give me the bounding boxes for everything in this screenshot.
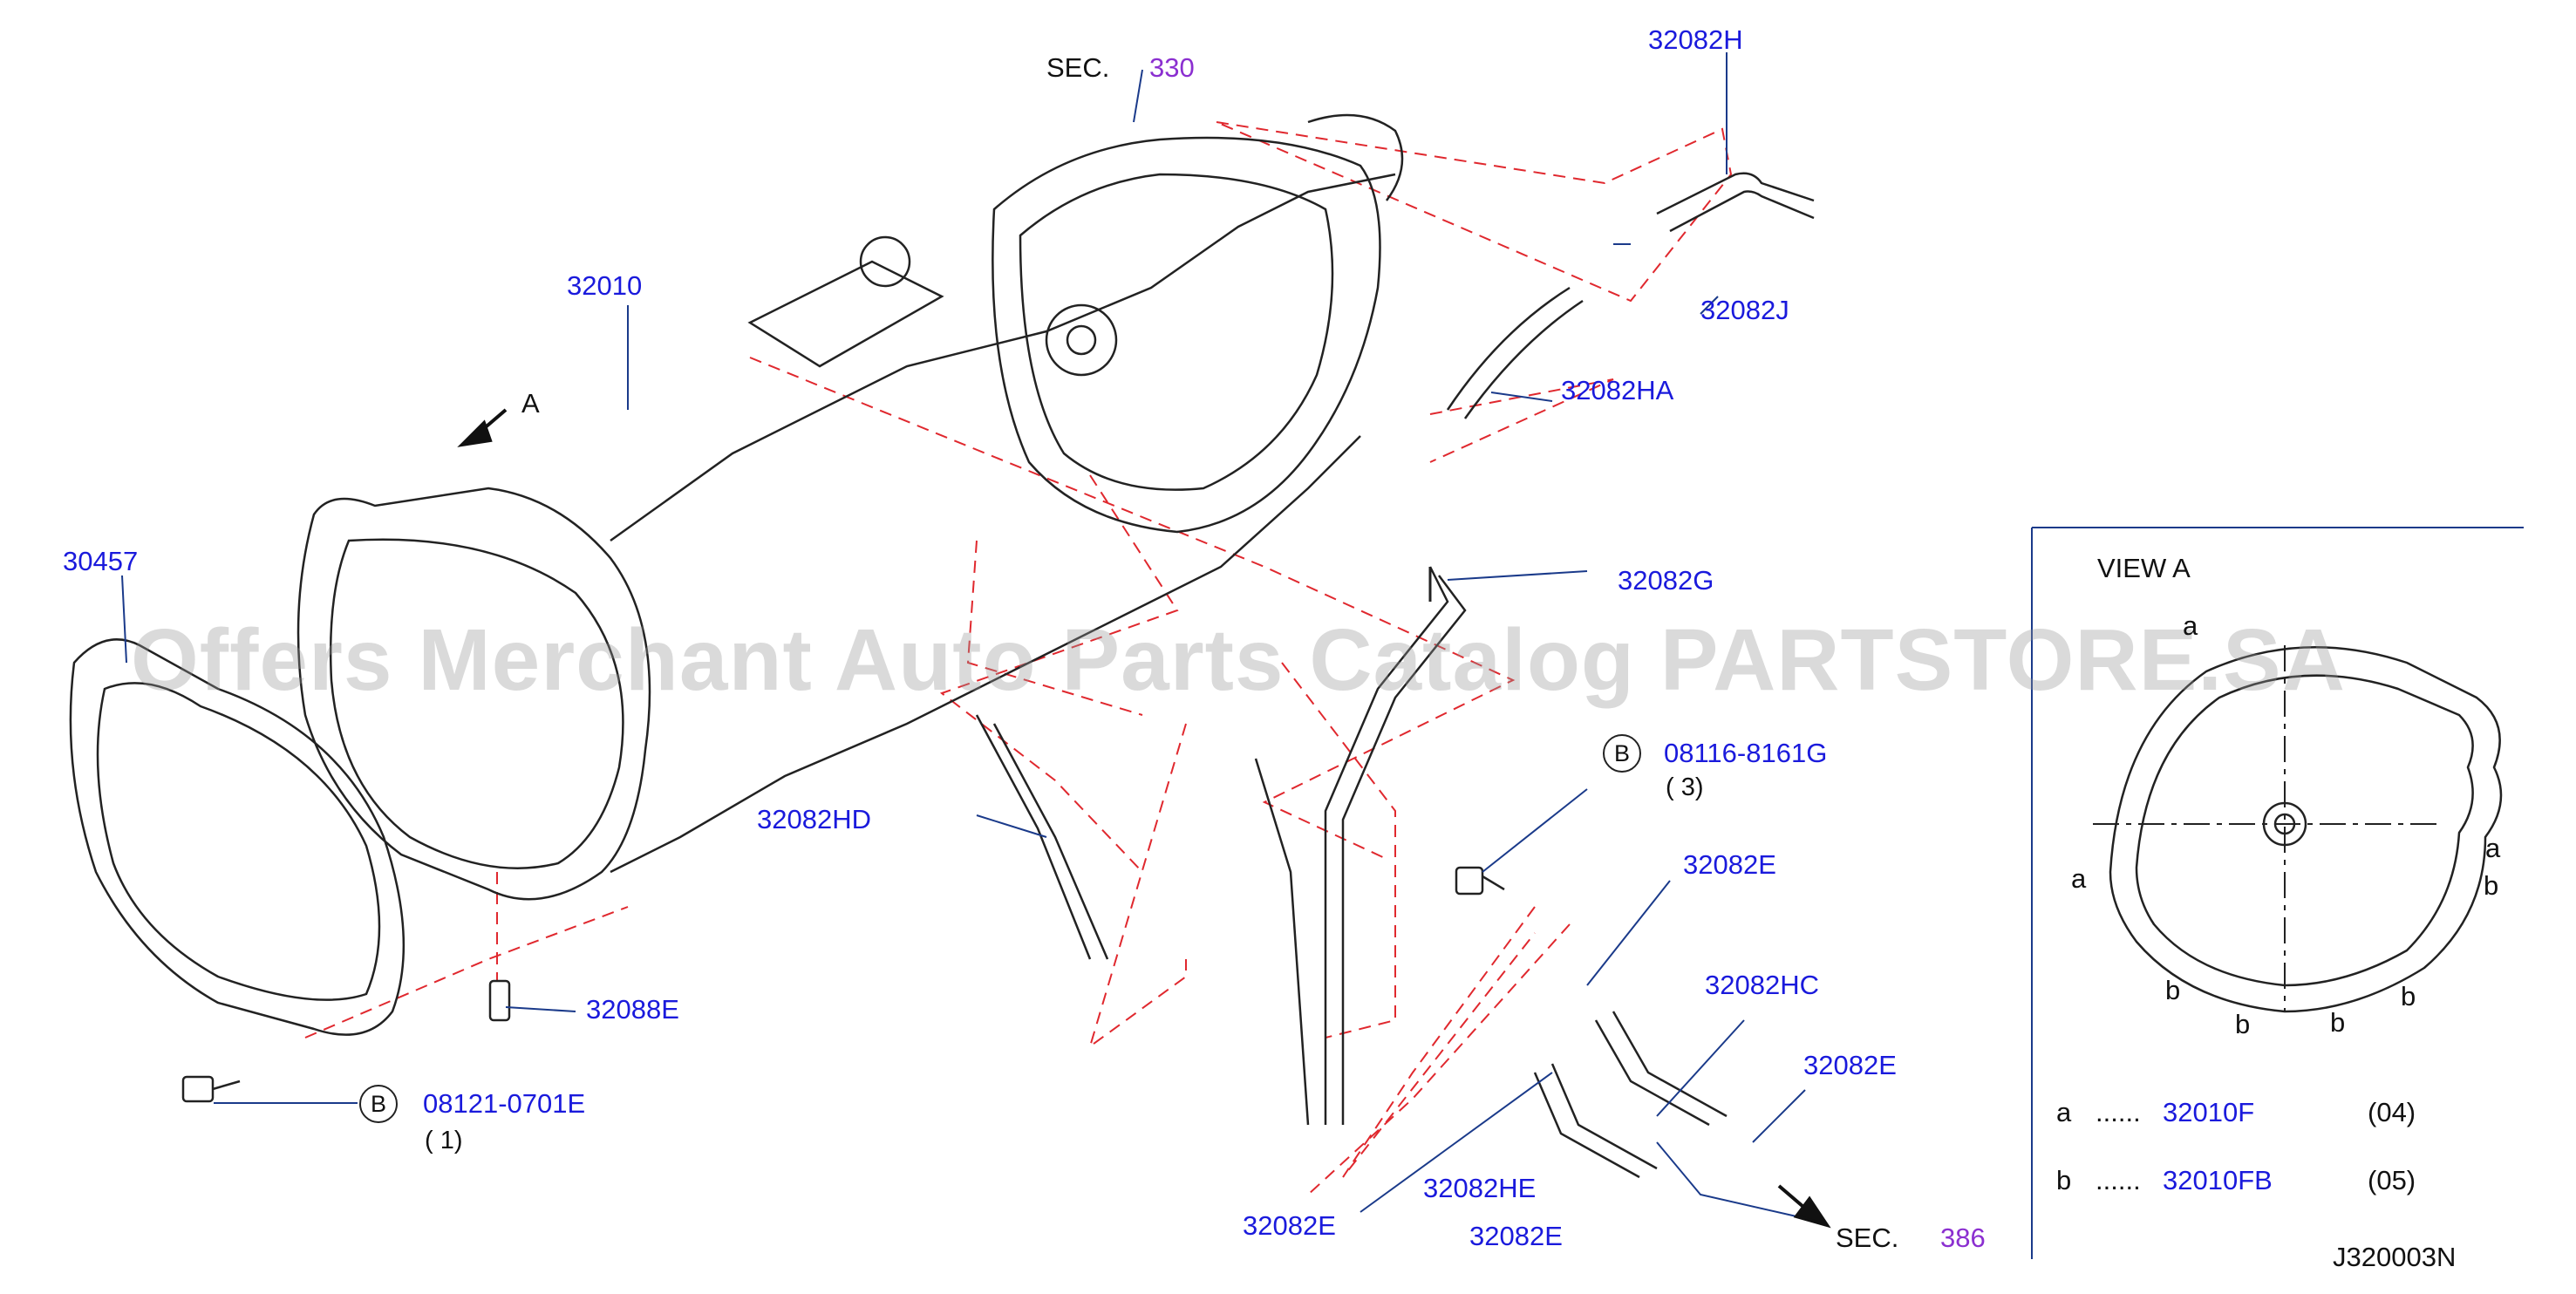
part-32082J[interactable]: 32082J — [1700, 295, 1789, 325]
part-32082E-4[interactable]: 32082E — [1243, 1210, 1336, 1241]
view-a-gasket — [2093, 645, 2503, 1013]
part-32010[interactable]: 32010 — [567, 270, 643, 301]
arrow-a-label: A — [521, 388, 540, 419]
legend-b-part[interactable]: 32010FB — [2163, 1165, 2273, 1195]
legend-a-dots: ...... — [2096, 1097, 2141, 1127]
legend-b-dots: ...... — [2096, 1165, 2141, 1195]
view-a-marker-b-4: b — [2330, 1007, 2346, 1038]
transmission-assembly — [296, 113, 1404, 901]
bolt-b-marker-1: B — [1603, 734, 1641, 773]
hose-pipes — [975, 172, 1815, 1179]
view-a-marker-a-left: a — [2071, 863, 2087, 894]
section-386-link[interactable]: 386 — [1940, 1222, 1986, 1253]
part-32082E-2[interactable]: 32082E — [1803, 1050, 1897, 1080]
part-32082HE[interactable]: 32082HE — [1423, 1173, 1537, 1203]
part-30457[interactable]: 30457 — [63, 546, 139, 576]
part-08121-0701E[interactable]: 08121-0701E — [423, 1088, 586, 1119]
legend-a-part[interactable]: 32010F — [2163, 1097, 2255, 1127]
legend-b-key: b — [2056, 1165, 2072, 1195]
bolt2-quantity: ( 1) — [425, 1127, 463, 1154]
watermark: Offers Merchant Auto Parts Catalog PARTS… — [131, 611, 2346, 709]
view-a-marker-b-3: b — [2235, 1009, 2251, 1039]
part-08116-8161G[interactable]: 08116-8161G — [1664, 738, 1828, 768]
dashed-guide-lines — [304, 121, 1733, 1195]
view-a-marker-b-2: b — [2165, 975, 2181, 1005]
view-a-frame — [2031, 527, 2524, 1259]
part-32088E[interactable]: 32088E — [586, 994, 679, 1025]
view-a-marker-a-right: a — [2485, 833, 2501, 863]
section-386-prefix: SEC. — [1836, 1222, 1899, 1253]
part-32082HA[interactable]: 32082HA — [1561, 375, 1674, 405]
view-a-marker-b-5: b — [2401, 981, 2416, 1011]
view-a-marker-a-top: a — [2183, 610, 2198, 641]
view-a-title: VIEW A — [2097, 553, 2191, 583]
diagram-code: J320003N — [2333, 1242, 2457, 1272]
legend-b-qty: (05) — [2368, 1165, 2416, 1195]
gasket-30457 — [69, 638, 405, 1036]
bolt-b-marker-2: B — [359, 1085, 398, 1123]
part-32082H[interactable]: 32082H — [1648, 24, 1743, 55]
bolts — [181, 866, 1505, 1103]
part-32082E-3[interactable]: 32082E — [1469, 1221, 1563, 1251]
view-a-marker-b-1: b — [2484, 870, 2499, 901]
arrows — [457, 408, 1831, 1229]
section-330-prefix: SEC. — [1046, 52, 1110, 83]
part-32082HC[interactable]: 32082HC — [1705, 970, 1819, 1000]
section-330-link[interactable]: 330 — [1149, 52, 1195, 83]
part-32082G[interactable]: 32082G — [1618, 565, 1714, 596]
part-32082HD[interactable]: 32082HD — [757, 804, 871, 834]
legend-a-qty: (04) — [2368, 1097, 2416, 1127]
legend-a-key: a — [2056, 1097, 2072, 1127]
part-32082E-1[interactable]: 32082E — [1683, 849, 1776, 880]
leader-lines — [121, 52, 1806, 1217]
bolt1-quantity: ( 3) — [1666, 773, 1704, 801]
